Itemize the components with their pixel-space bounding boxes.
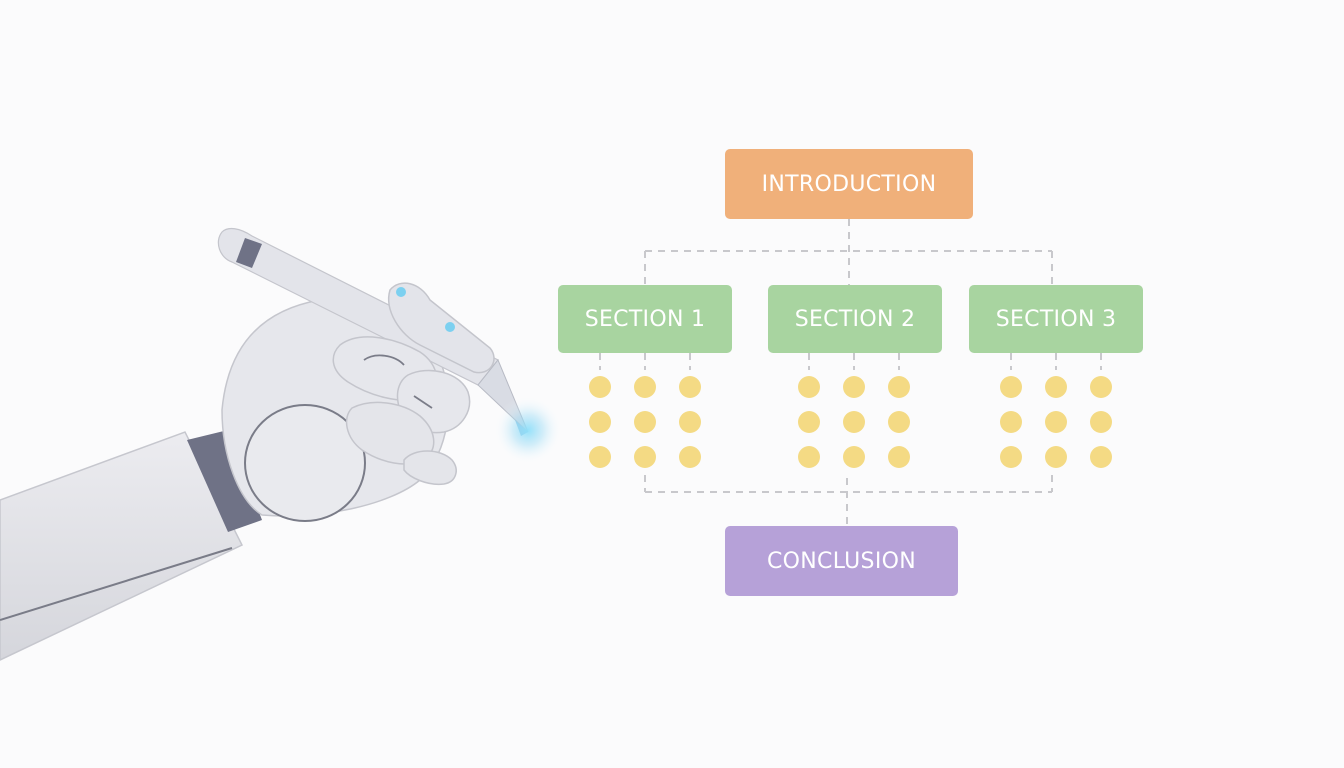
robot-forearm [0, 431, 244, 661]
section-2-dot [798, 411, 820, 433]
section-3-dot [1090, 411, 1112, 433]
robot-index-finger [388, 282, 495, 374]
section-3-dot [1090, 446, 1112, 468]
conclusion-node: CONCLUSION [725, 526, 958, 596]
section-1-label: SECTION 1 [584, 306, 706, 332]
section-1-dot [679, 411, 701, 433]
section-2-dot [798, 446, 820, 468]
section-1-dot [634, 411, 656, 433]
section-3-dot [1045, 446, 1067, 468]
section-2-dot [843, 376, 865, 398]
section-1-dot [679, 446, 701, 468]
conclusion-label: CONCLUSION [767, 548, 916, 574]
section-3-label: SECTION 3 [995, 306, 1117, 332]
introduction-label: INTRODUCTION [761, 171, 937, 197]
section-1-dot [634, 376, 656, 398]
section-2-dot [888, 446, 910, 468]
section-2-dot [843, 411, 865, 433]
section-1-dot [589, 411, 611, 433]
section-3-dot [1000, 376, 1022, 398]
section-1-dot [589, 376, 611, 398]
section-3-dot [1090, 376, 1112, 398]
section-2-node: SECTION 2 [768, 285, 942, 353]
section-2-label: SECTION 2 [794, 306, 916, 332]
section-2-dot [798, 376, 820, 398]
robot-wrist-band [187, 430, 262, 532]
section-3-dot [1000, 446, 1022, 468]
section-3-node: SECTION 3 [969, 285, 1143, 353]
section-1-node: SECTION 1 [558, 285, 732, 353]
section-3-dot [1000, 411, 1022, 433]
section-1-dot [589, 446, 611, 468]
section-2-dot [888, 376, 910, 398]
section-1-dot [634, 446, 656, 468]
section-1-dot [679, 376, 701, 398]
section-3-dot [1045, 411, 1067, 433]
introduction-node: INTRODUCTION [725, 149, 973, 219]
section-2-dot [888, 411, 910, 433]
section-2-dot [843, 446, 865, 468]
section-3-dot [1045, 376, 1067, 398]
